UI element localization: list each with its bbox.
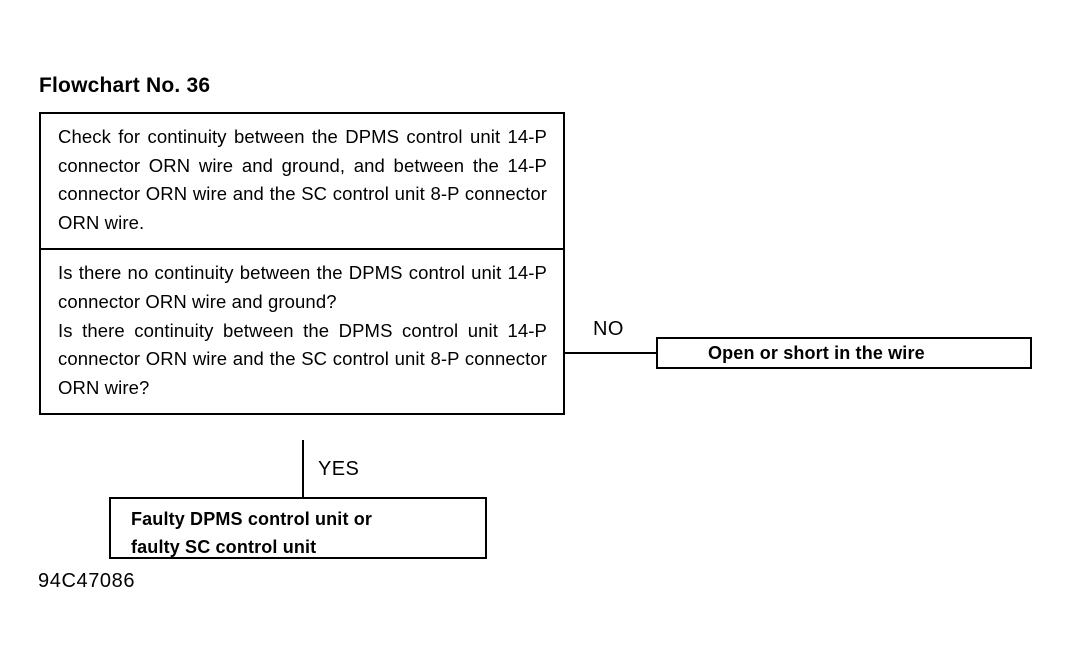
connector-line-yes — [302, 440, 304, 498]
decision-node-text-line-2: Is there continuity between the DPMS con… — [58, 319, 547, 398]
action-node-text: Check for continuity between the DPMS co… — [58, 126, 547, 233]
flowchart-node-action: Check for continuity between the DPMS co… — [41, 114, 563, 248]
result-no-text: Open or short in the wire — [708, 343, 925, 363]
figure-reference-code: 94C47086 — [38, 570, 136, 592]
connector-line-no — [565, 352, 658, 354]
branch-label-no: NO — [593, 318, 624, 340]
flowchart-node-decision: Is there no continuity between the DPMS … — [41, 248, 563, 413]
decision-node-text-line-1: Is there no continuity between the DPMS … — [58, 262, 547, 312]
flowchart-question-stack: Check for continuity between the DPMS co… — [39, 112, 565, 416]
page-title: Flowchart No. 36 — [39, 74, 211, 97]
branch-label-yes: YES — [318, 458, 360, 480]
flowchart-node-result-no: Open or short in the wire — [656, 337, 1032, 369]
result-yes-text: Faulty DPMS control unit or faulty SC co… — [131, 509, 373, 557]
flowchart-node-result-yes: Faulty DPMS control unit or faulty SC co… — [109, 497, 487, 559]
